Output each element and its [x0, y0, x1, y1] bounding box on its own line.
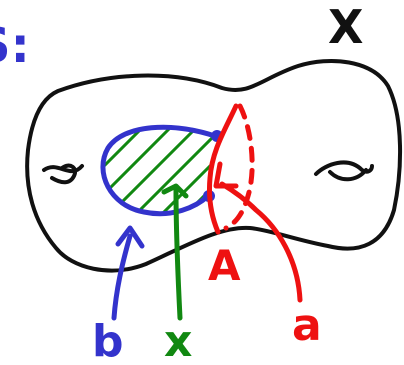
label-x: x	[164, 316, 192, 365]
region-label-a-upper: A	[208, 241, 241, 290]
label-a: a	[292, 300, 322, 351]
red-arrowhead	[216, 164, 236, 186]
surface-label: S:	[0, 18, 30, 74]
label-b: b	[92, 316, 124, 365]
red-arc-a	[209, 106, 236, 232]
left-handle	[44, 166, 82, 183]
cross-mark: X	[328, 0, 363, 54]
blue-arrow-b	[114, 236, 130, 318]
right-handle	[316, 162, 372, 179]
